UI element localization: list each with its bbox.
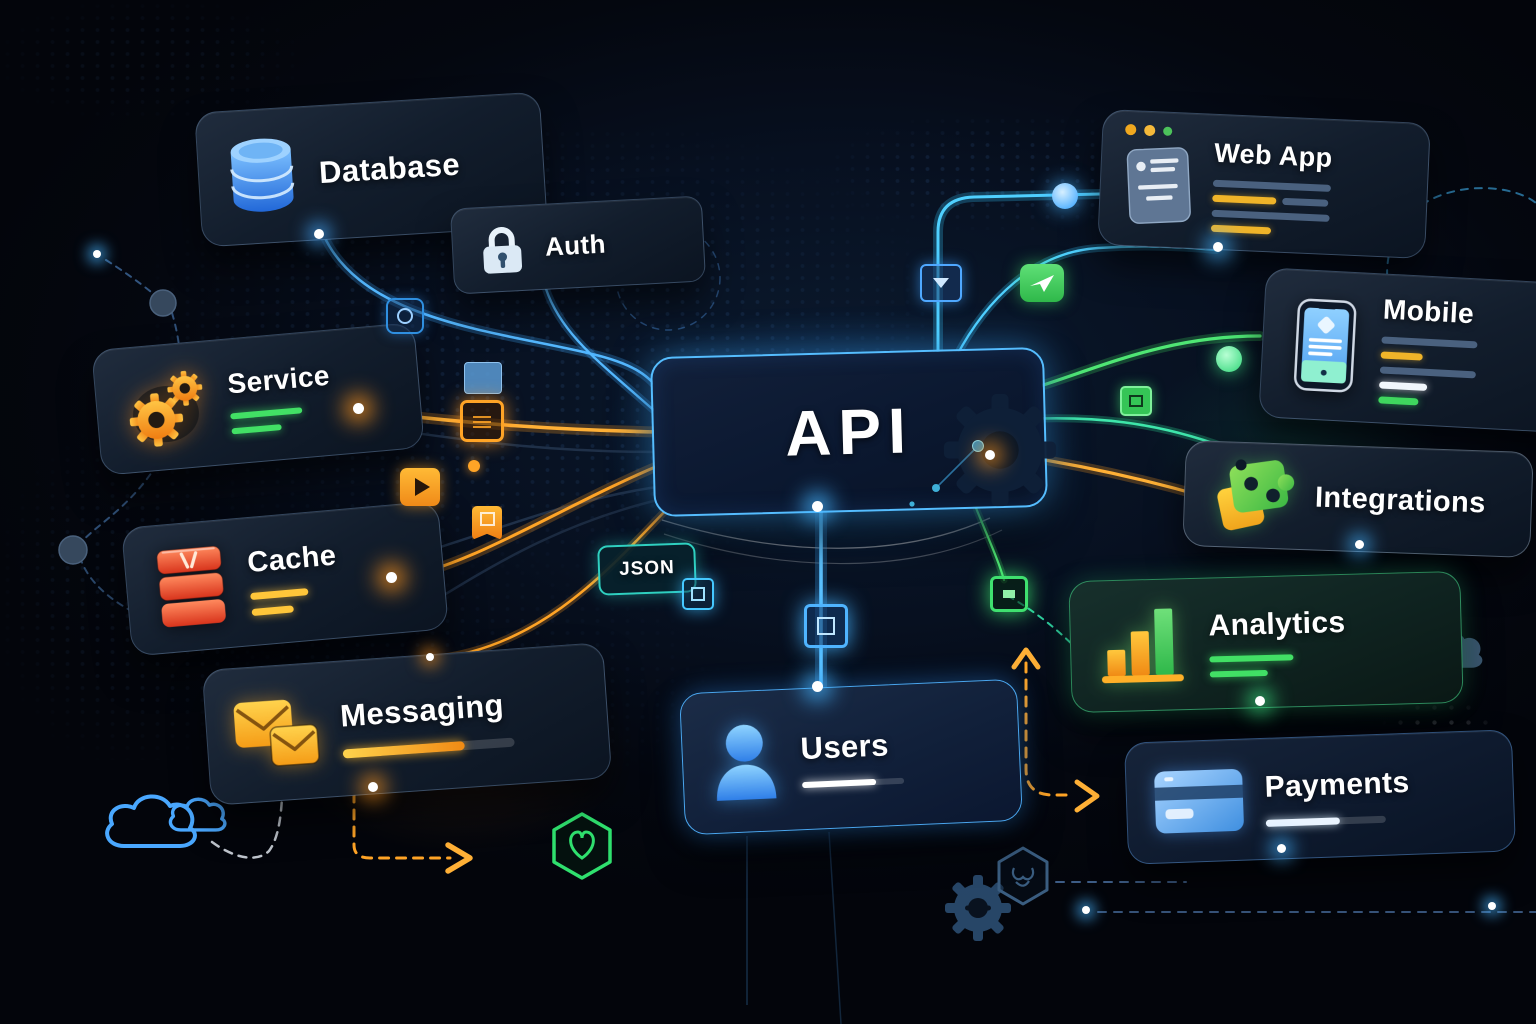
web-app-label: Web App: [1213, 137, 1334, 173]
integrations-card: Integrations: [1182, 439, 1534, 559]
api-card: API: [649, 346, 1049, 518]
mobile-meta-lines: [1378, 336, 1478, 408]
glow-dot-blue: [1355, 540, 1364, 549]
mobile-card: Mobile: [1258, 267, 1536, 435]
users-card: Users: [679, 678, 1023, 836]
cache-meta-lines: [250, 585, 341, 617]
bar-chart-icon: [1101, 608, 1184, 684]
cyan-square-node: [682, 578, 714, 610]
integrations-label: Integrations: [1314, 481, 1487, 519]
messaging-card: Messaging: [201, 642, 613, 806]
cache-stack-icon: [156, 545, 226, 627]
glow-dot-orange: [386, 572, 397, 583]
glow-dot-blue: [1277, 844, 1286, 853]
mail-icon: [233, 699, 320, 767]
users-progress-bar: [802, 777, 905, 788]
mobile-label: Mobile: [1382, 293, 1475, 330]
glow-dot-orange: [426, 653, 434, 661]
analytics-card: Analytics: [1068, 570, 1464, 714]
messaging-progress-bar: [342, 737, 515, 759]
service-card: Service: [91, 322, 425, 476]
credit-card-icon: [1154, 769, 1244, 834]
web-app-card: Web App: [1097, 108, 1431, 260]
payments-card: Payments: [1123, 729, 1517, 865]
analytics-meta-lines: [1209, 653, 1347, 678]
auth-card: Auth: [449, 195, 707, 295]
blue-circle-node: [1052, 183, 1078, 209]
payments-progress-bar: [1265, 815, 1386, 827]
glow-dot-orange: [353, 403, 364, 414]
user-icon: [717, 724, 777, 801]
blue-glow-square-node: [804, 604, 848, 648]
play-arrow-node: [400, 468, 440, 506]
green-square-node: [1120, 386, 1152, 416]
api-label: API: [784, 394, 914, 470]
auth-label: Auth: [544, 228, 607, 262]
cache-label: Cache: [246, 539, 338, 580]
gray-node-circle: [58, 535, 88, 565]
service-meta-lines: [230, 405, 334, 435]
glow-dot-orange: [985, 450, 995, 460]
blue-square-node: [464, 362, 502, 394]
cache-card: Cache: [120, 500, 450, 657]
messaging-label: Messaging: [339, 687, 505, 734]
gears-icon: [129, 370, 203, 447]
glow-dot-blue: [314, 229, 324, 239]
database-card: Database: [194, 91, 548, 248]
triangle-node-icon: [920, 264, 962, 302]
glow-dot-blue: [1488, 902, 1496, 910]
database-icon: [230, 138, 295, 212]
glow-dot-green: [1255, 696, 1265, 706]
send-message-node-icon: [1020, 264, 1064, 302]
gray-node-circle: [149, 289, 177, 317]
glow-dot-blue: [812, 501, 823, 512]
puzzle-icon: [1217, 459, 1295, 531]
json-badge-label: JSON: [618, 557, 676, 580]
payments-label: Payments: [1264, 765, 1411, 804]
cloud-icon: [105, 794, 227, 848]
green-circle-node: [1216, 346, 1242, 372]
database-label: Database: [317, 146, 461, 190]
phone-icon: [1294, 298, 1357, 393]
heart-hexagon-icon: [552, 812, 612, 880]
analytics-label: Analytics: [1208, 605, 1346, 643]
users-label: Users: [799, 726, 890, 766]
lock-icon: [483, 227, 523, 274]
orange-grid-node: [460, 400, 504, 442]
green-glow-square-node: [990, 576, 1028, 612]
service-label: Service: [226, 359, 331, 400]
glow-dot-blue: [812, 681, 823, 692]
glow-dot-blue: [1213, 242, 1223, 252]
glow-dot-orange: [368, 782, 378, 792]
glow-dot-blue: [93, 250, 101, 258]
web-app-meta-lines: [1210, 179, 1332, 237]
orange-dot-node: [468, 460, 480, 472]
crest-hexagon-icon: [997, 846, 1049, 906]
gear-icon: [945, 875, 1011, 941]
browser-icon: [1126, 147, 1191, 224]
traffic-dots-icon: [1125, 123, 1173, 137]
glow-dot-blue: [1082, 906, 1090, 914]
circle-node-icon: [386, 298, 424, 334]
